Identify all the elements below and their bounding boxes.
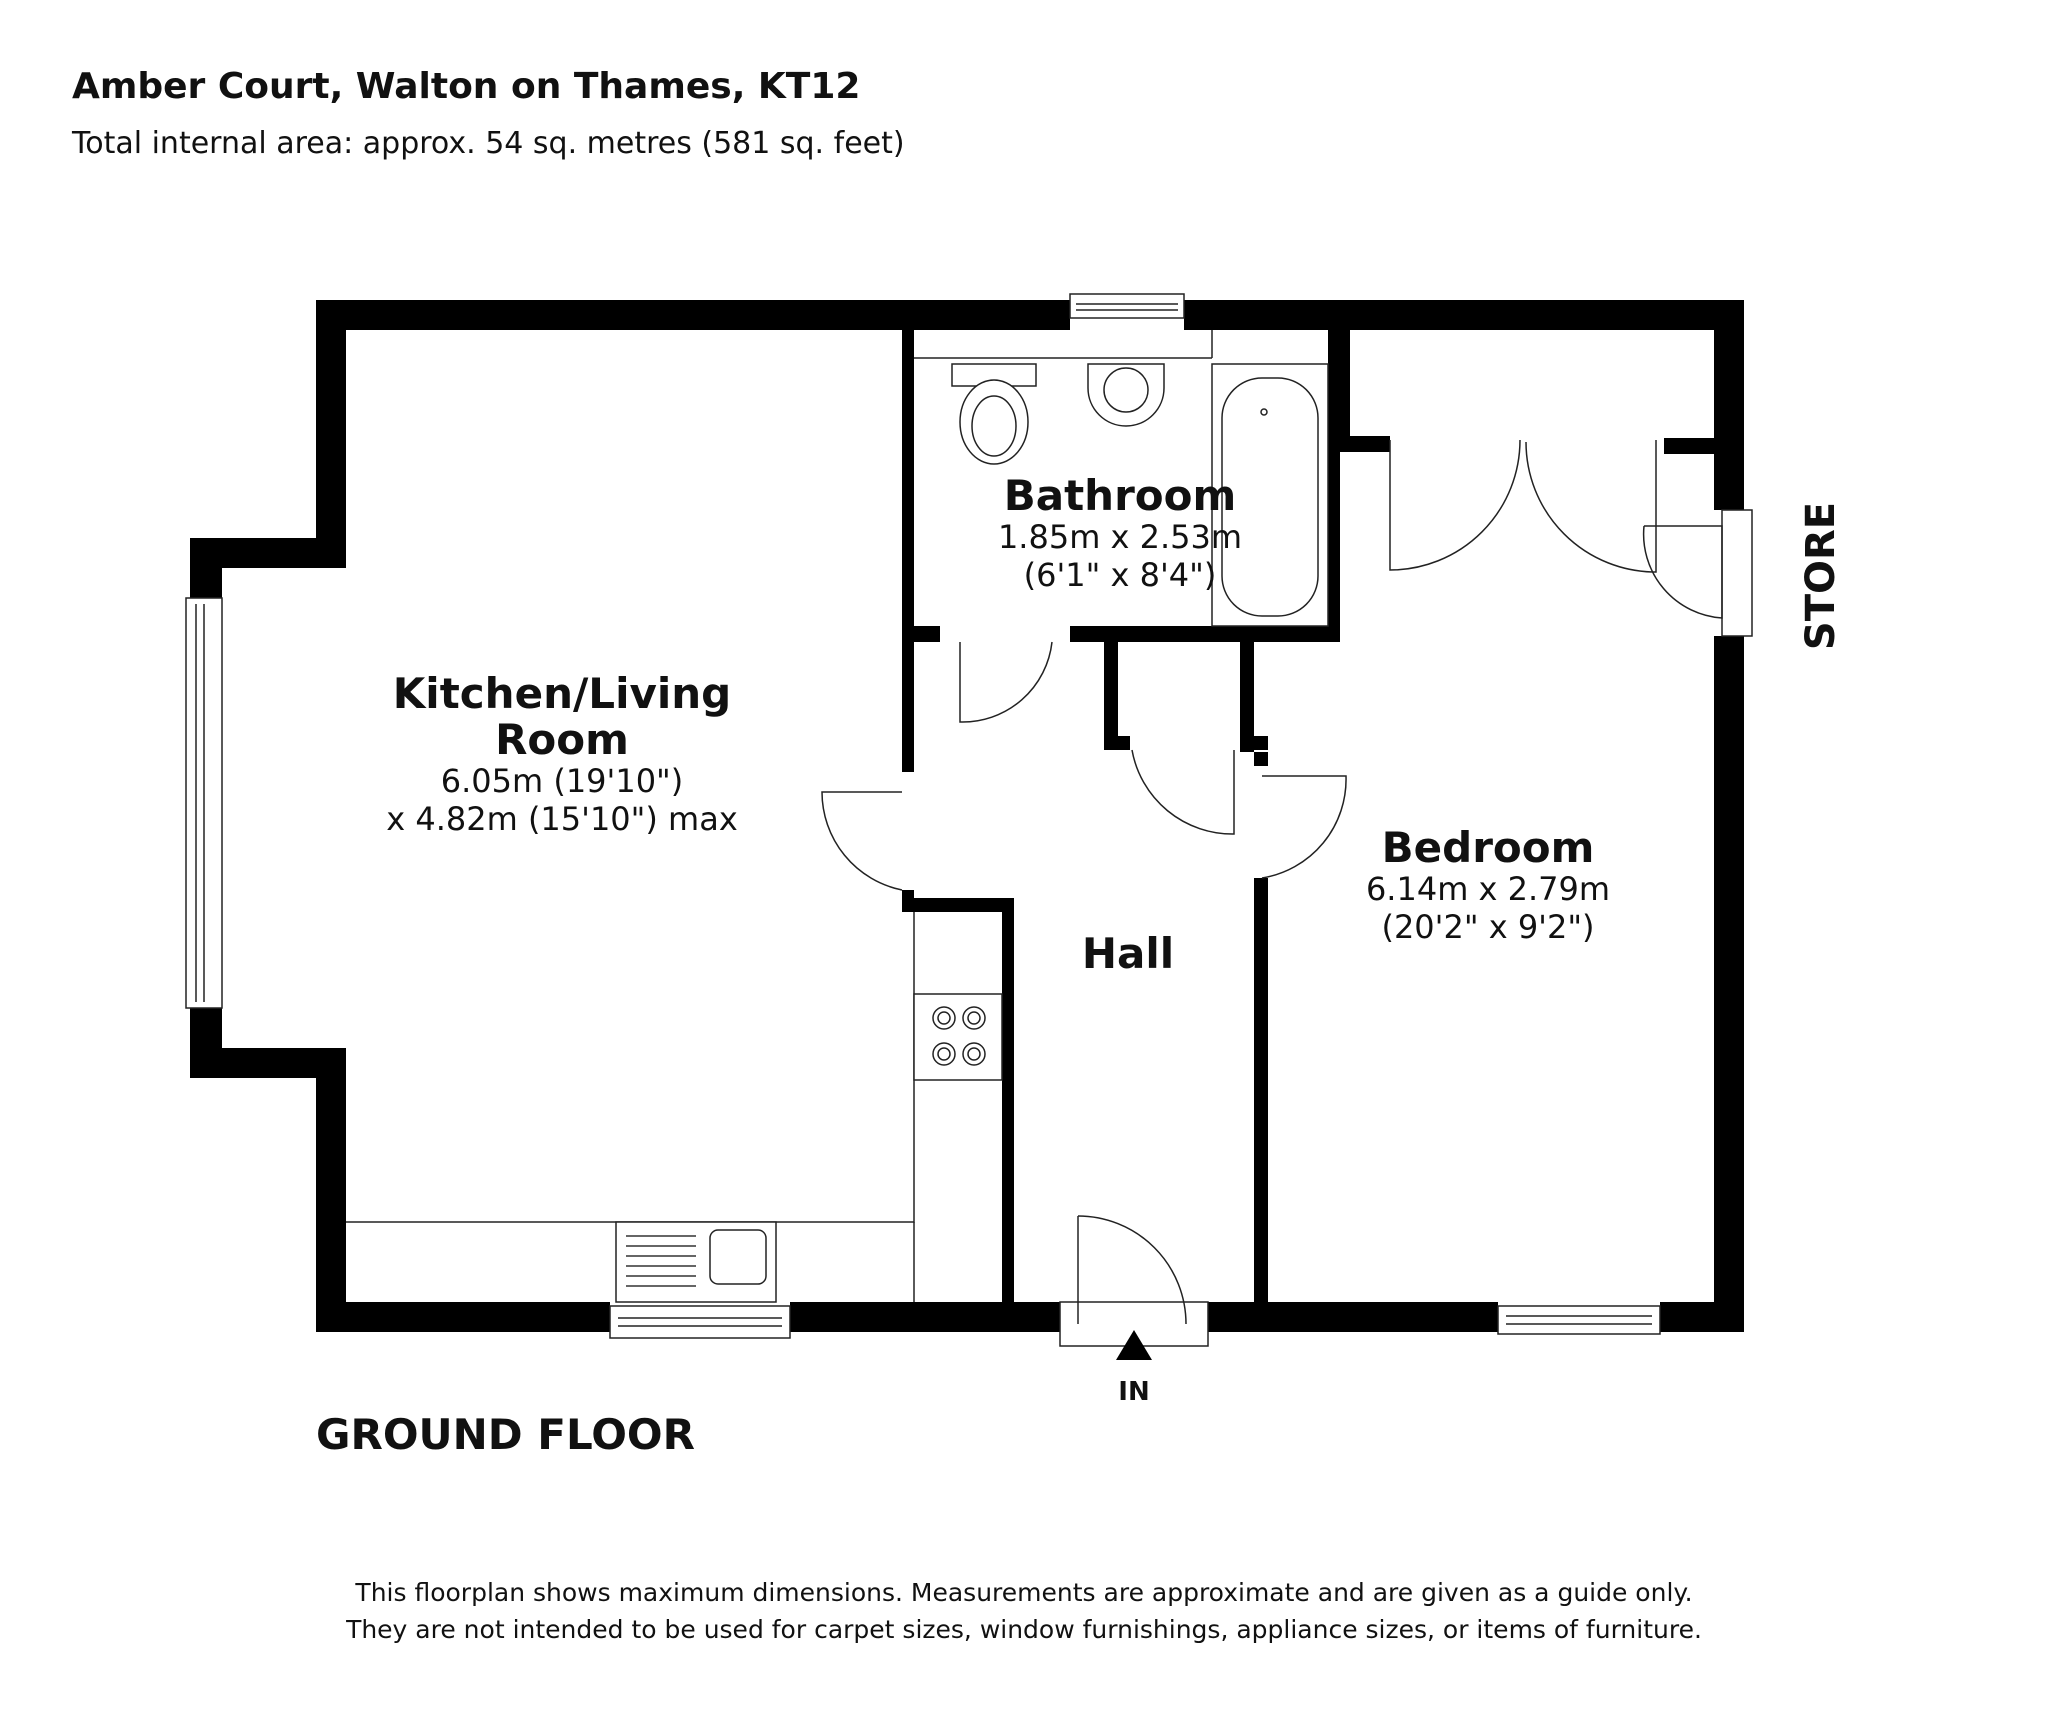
- basin-icon: [1087, 363, 1165, 427]
- kitchen-name-line1: Kitchen/Living: [393, 669, 731, 718]
- bathroom-dim-line1: 1.85m x 2.53m: [998, 518, 1242, 556]
- total-area: Total internal area: approx. 54 sq. metr…: [72, 126, 905, 161]
- fixtures: [346, 330, 1329, 1303]
- bathroom-dim-line2: (6'1" x 8'4"): [1024, 556, 1217, 594]
- hall-name: Hall: [1082, 929, 1174, 978]
- kitchen-dim-line2: x 4.82m (15'10") max: [386, 800, 738, 838]
- kitchen-dim-line1: 6.05m (19'10"): [441, 762, 684, 800]
- entrance-label: IN: [1118, 1377, 1149, 1407]
- bath-icon: [1211, 363, 1329, 627]
- disclaimer-line1: This floorplan shows maximum dimensions.…: [355, 1578, 1693, 1607]
- floor-label: GROUND FLOOR: [316, 1410, 695, 1459]
- toilet-icon: [959, 379, 1029, 465]
- disclaimer-line2: They are not intended to be used for car…: [346, 1615, 1702, 1644]
- plan-title: Amber Court, Walton on Thames, KT12: [72, 66, 861, 107]
- bedroom-dim-line2: (20'2" x 9'2"): [1381, 908, 1594, 946]
- kitchen-name-line2: Room: [495, 715, 629, 764]
- bedroom-dim-line1: 6.14m x 2.79m: [1366, 870, 1610, 908]
- sink-icon: [615, 1221, 777, 1303]
- disclaimer: This floorplan shows maximum dimensions.…: [0, 1574, 2048, 1648]
- entrance-door: [1059, 1215, 1209, 1360]
- doors: [821, 439, 1723, 891]
- bedroom-name: Bedroom: [1382, 823, 1595, 872]
- hob-icon: [913, 993, 1003, 1081]
- bathroom-name: Bathroom: [1004, 471, 1237, 520]
- windows: [185, 293, 1753, 1339]
- store-label: STORE: [1798, 502, 1844, 650]
- walls: [190, 300, 1744, 1332]
- entrance-arrow-icon: [1116, 1330, 1152, 1360]
